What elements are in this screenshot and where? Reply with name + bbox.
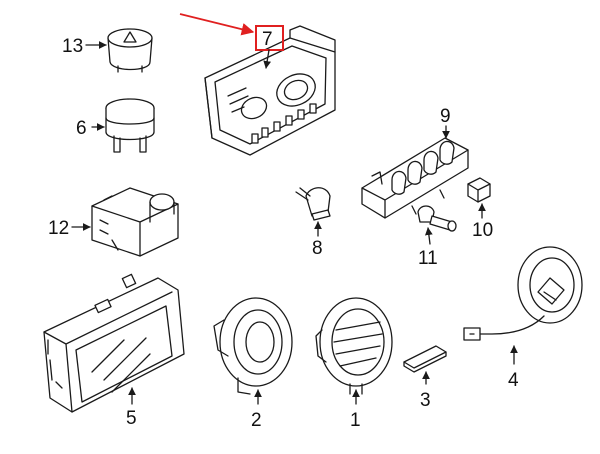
callout-label-1: 1 [350, 410, 361, 431]
part-10-sensor[interactable] [467, 177, 491, 203]
callout-6: 6 [76, 118, 105, 139]
callout-5: 5 [126, 387, 137, 429]
callout-label-6: 6 [76, 118, 87, 139]
highlight-arrow [179, 13, 255, 36]
part-9-switch-assembly[interactable] [361, 137, 469, 219]
callout-label-3: 3 [420, 390, 431, 411]
callout-label-13: 13 [62, 36, 83, 57]
callout-label-12: 12 [48, 218, 69, 239]
part-7-climate-control-panel[interactable] [204, 25, 336, 156]
callout-4: 4 [508, 345, 519, 391]
panel-buttons [251, 103, 317, 144]
callout-label-11: 11 [418, 248, 438, 269]
part-5-display-screen[interactable] [43, 273, 185, 413]
callout-label-9: 9 [440, 106, 451, 127]
callout-12: 12 [48, 218, 91, 239]
callout-8: 8 [312, 221, 323, 259]
part-12-control-module[interactable] [91, 187, 179, 257]
part-2-vent-housing[interactable] [213, 297, 293, 395]
callout-label-8: 8 [312, 238, 323, 259]
callout-7: 7 [179, 13, 284, 69]
switch-rockers [391, 140, 455, 195]
part-4-clock-spring[interactable] [463, 246, 583, 341]
callout-label-5: 5 [126, 408, 137, 429]
callout-3: 3 [420, 371, 431, 411]
callout-10: 10 [472, 203, 493, 241]
part-3-trim-strip[interactable] [403, 345, 447, 373]
part-6-switch-bezel[interactable] [105, 98, 155, 153]
callout-13: 13 [62, 36, 107, 57]
part-1-round-vent[interactable] [315, 297, 393, 395]
part-11-connector[interactable] [417, 205, 457, 232]
part-8-knob-switch[interactable] [295, 187, 331, 221]
callout-label-4: 4 [508, 370, 519, 391]
callout-11: 11 [418, 227, 438, 269]
callout-1: 1 [350, 389, 361, 431]
callout-label-7: 7 [262, 29, 273, 50]
part-13-hazard-switch-cap[interactable] [107, 28, 153, 73]
callout-label-10: 10 [472, 220, 493, 241]
callout-9: 9 [440, 106, 451, 139]
callout-2: 2 [251, 389, 262, 431]
callout-label-2: 2 [251, 410, 262, 431]
